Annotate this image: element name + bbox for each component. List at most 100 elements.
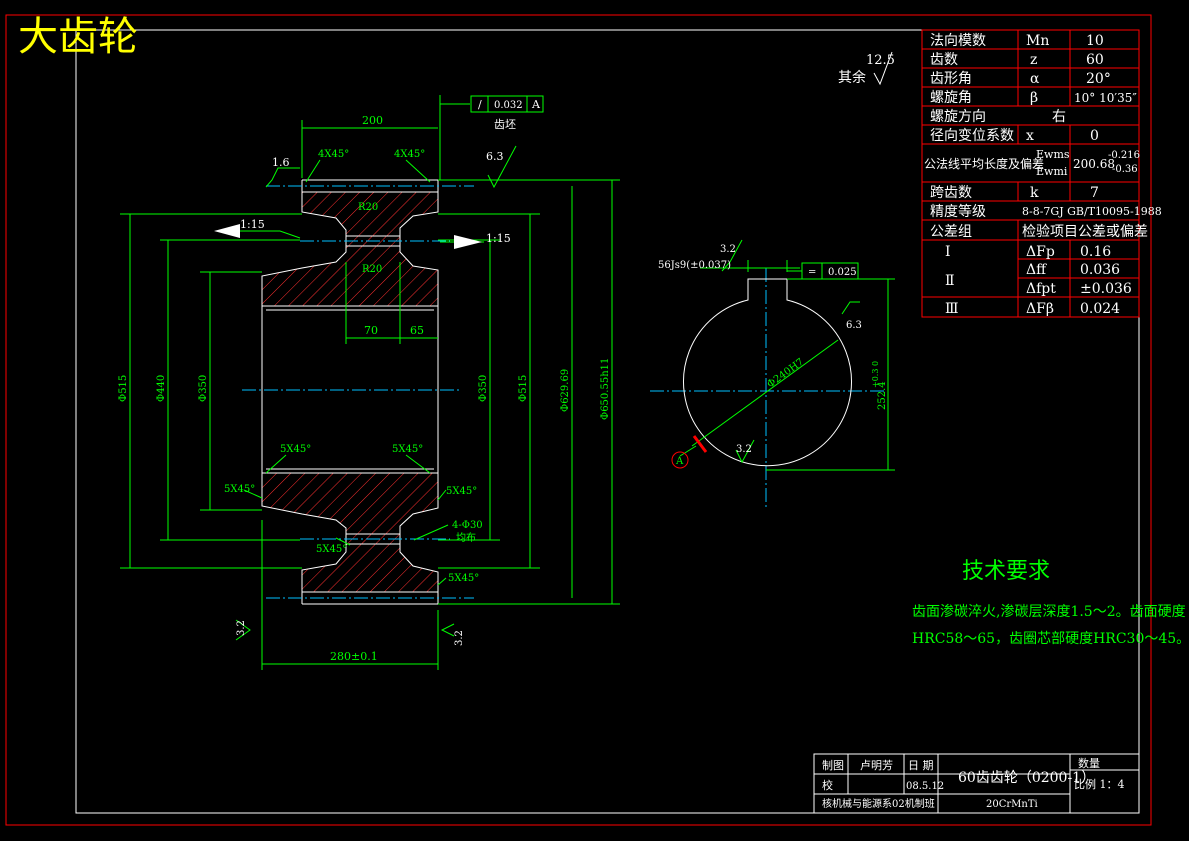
param-sym: β	[1030, 90, 1038, 106]
param-val: 60	[1086, 52, 1104, 68]
k-sym: k	[1030, 185, 1039, 201]
tol-sym: ΔFp	[1026, 244, 1055, 260]
param-name: 齿形角	[930, 71, 972, 87]
param-name: 法向模数	[930, 33, 986, 49]
param-val: 10° 10′35″	[1074, 91, 1137, 105]
symmetry-symbol: =	[808, 267, 816, 278]
keyway-roughness: 3.2	[720, 244, 736, 255]
parameter-table	[921, 29, 1140, 318]
chamfer-5x45-f: 5X45°	[448, 573, 479, 584]
dim-phi440: Φ440	[156, 375, 167, 402]
keyway-depth: 252.4	[877, 381, 888, 410]
param-name: 螺旋方向	[930, 109, 986, 125]
tb-date-label: 日 期	[908, 759, 934, 772]
tol-val: ±0.036	[1080, 281, 1132, 297]
dim-70: 70	[364, 324, 378, 337]
tb-material: 20CrMnTi	[986, 799, 1038, 810]
tol-sym: Δfpt	[1026, 281, 1056, 297]
roughness-6-3-top: 6.3	[486, 150, 504, 163]
chamfer-5x45-e: 5X45°	[316, 544, 347, 555]
drawing-title: 大齿轮	[18, 14, 138, 60]
tol-group: Ⅱ	[945, 273, 955, 289]
param-name: 齿数	[930, 52, 958, 68]
param-val: 10	[1086, 33, 1104, 49]
tb-part-name: 60齿齿轮（0200-1）	[958, 770, 1095, 786]
dimension-arrows	[214, 224, 482, 249]
roughness-rest-symbol	[873, 51, 893, 86]
dim-phi629: Φ629.69	[560, 369, 571, 412]
bore-diameter: Φ240H7	[765, 357, 806, 391]
roughness-3-2-right: 3.2	[454, 630, 465, 646]
wkn-sym-1: Ewms	[1036, 148, 1070, 161]
tol-group: Ⅲ	[945, 301, 959, 317]
taper-left: 1:15	[240, 218, 265, 231]
dimension-lines	[120, 95, 620, 670]
inner-frame	[75, 29, 1140, 814]
dim-phi650: Φ650.55h11	[600, 358, 611, 420]
dim-phi515-left: Φ515	[118, 375, 129, 402]
holes-4-phi30: 4-Φ30	[452, 520, 483, 531]
tb-check-label: 校	[822, 778, 833, 792]
dim-phi350-right: Φ350	[478, 375, 489, 402]
dim-phi350-left: Φ350	[198, 375, 209, 402]
wkn-label: 公法线平均长度及偏差	[924, 156, 1044, 171]
tol-sym: Δff	[1026, 262, 1047, 278]
bore-with-keyway	[683, 278, 852, 467]
chamfer-4x45-right: 4X45°	[394, 149, 425, 160]
group-header: 公差组	[930, 224, 972, 240]
tb-drawn-name: 卢明芳	[860, 758, 893, 772]
dim-280: 280±0.1	[330, 650, 378, 663]
datum-a-label: A	[675, 456, 684, 467]
gear-front-view: 3.2 56Js9(±0.037) = 0.025 6.3 Φ240H7 3.2…	[650, 239, 895, 508]
param-sym: α	[1030, 71, 1040, 87]
dim-65: 65	[410, 324, 424, 337]
tb-school: 核机械与能源系02机制班	[822, 797, 935, 810]
param-sym: z	[1030, 52, 1037, 68]
dim-phi515-right: Φ515	[518, 375, 529, 402]
runout-value: 0.032	[494, 100, 523, 111]
radius-r20-upper: R20	[358, 202, 378, 213]
check-header: 检验项目公差或偏差	[1022, 224, 1148, 240]
holes-note: 均布	[456, 532, 476, 544]
chamfer-5x45-b: 5X45°	[392, 444, 423, 455]
chamfer-5x45-a: 5X45°	[280, 444, 311, 455]
radius-r20-lower: R20	[362, 264, 382, 275]
tol-group: Ⅰ	[945, 244, 951, 260]
wkn-tol-low: -0.36	[1112, 164, 1138, 175]
param-sym: x	[1026, 128, 1034, 144]
param-sym: Mn	[1026, 33, 1049, 49]
taper-right: 1:15	[486, 232, 511, 245]
outer-frame	[5, 14, 1152, 826]
chamfer-5x45-c: 5X45°	[224, 484, 255, 495]
title-block	[813, 753, 1140, 814]
tb-date-value: 08.5.12	[906, 781, 944, 792]
k-name: 跨齿数	[930, 185, 972, 201]
bore-roughness: 3.2	[736, 444, 752, 455]
wkn-tol-up: -0.216	[1108, 150, 1140, 161]
runout-datum: A	[531, 98, 541, 111]
tech-req-line-2: HRC58～65，齿圈芯部硬度HRC30～45。	[912, 631, 1189, 647]
tb-qty-label: 数量	[1078, 757, 1100, 770]
hatch-top-rim	[261, 191, 439, 307]
k-val: 7	[1090, 185, 1099, 201]
tb-drawn-label: 制图	[822, 759, 844, 772]
runout-note: 齿坯	[494, 118, 516, 131]
symmetry-value: 0.025	[828, 267, 857, 278]
gear-section-view	[242, 179, 474, 605]
tol-sym: ΔFβ	[1026, 301, 1054, 317]
accuracy-name: 精度等级	[930, 203, 986, 220]
tol-val: 0.036	[1080, 262, 1120, 278]
tech-req-line-1: 齿面渗碳淬火,渗碳层深度1.5～2。齿面硬度	[912, 604, 1186, 620]
dim-200: 200	[362, 114, 383, 127]
wkn-value: 200.68	[1073, 157, 1115, 171]
param-val: 右	[1052, 109, 1066, 125]
keyway-roughness-6-3: 6.3	[846, 320, 862, 331]
roughness-rest-label: 其余	[838, 69, 866, 86]
tb-scale: 比例 1：4	[1074, 777, 1125, 791]
accuracy-val: 8-8-7GJ GB/T10095-1988	[1022, 205, 1162, 218]
chamfer-4x45-left: 4X45°	[318, 149, 349, 160]
tol-val: 0.16	[1080, 244, 1111, 260]
wkn-sym-2: Ewmi	[1036, 165, 1068, 178]
keyway-depth-tol: +0.3 0	[871, 361, 880, 388]
